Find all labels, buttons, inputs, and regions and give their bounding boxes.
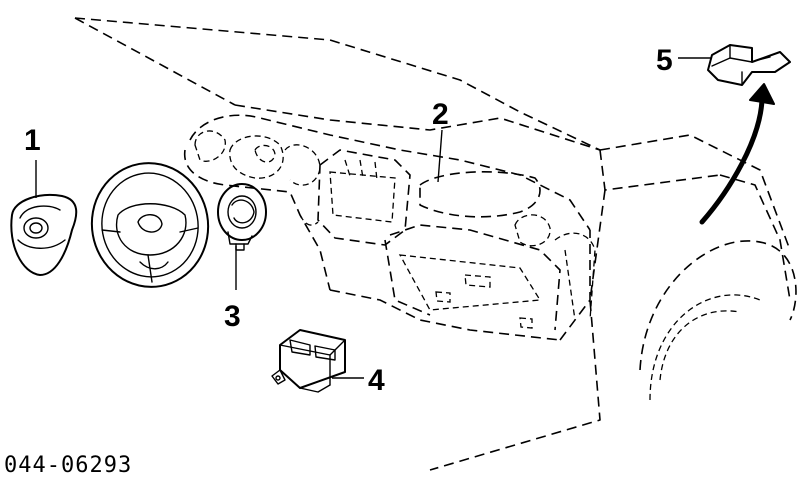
callout-3: 3 <box>224 300 241 333</box>
leader-lines <box>35 57 712 379</box>
callout-5: 5 <box>656 44 673 77</box>
vehicle-body-outline <box>74 17 797 471</box>
part-1-steering-wheel-pad <box>10 194 78 276</box>
callout-2: 2 <box>432 98 449 131</box>
steering-wheel <box>90 162 210 288</box>
part-5-front-airbag-sensor <box>707 44 791 86</box>
part-4-airbag-sensor-assembly <box>271 329 346 393</box>
location-arrow <box>699 83 775 225</box>
part-3-spiral-cable <box>217 183 267 251</box>
callout-4: 4 <box>368 364 385 397</box>
instrument-panel <box>183 114 596 341</box>
diagram-code: 044-06293 <box>4 453 132 478</box>
callout-1: 1 <box>24 124 41 157</box>
